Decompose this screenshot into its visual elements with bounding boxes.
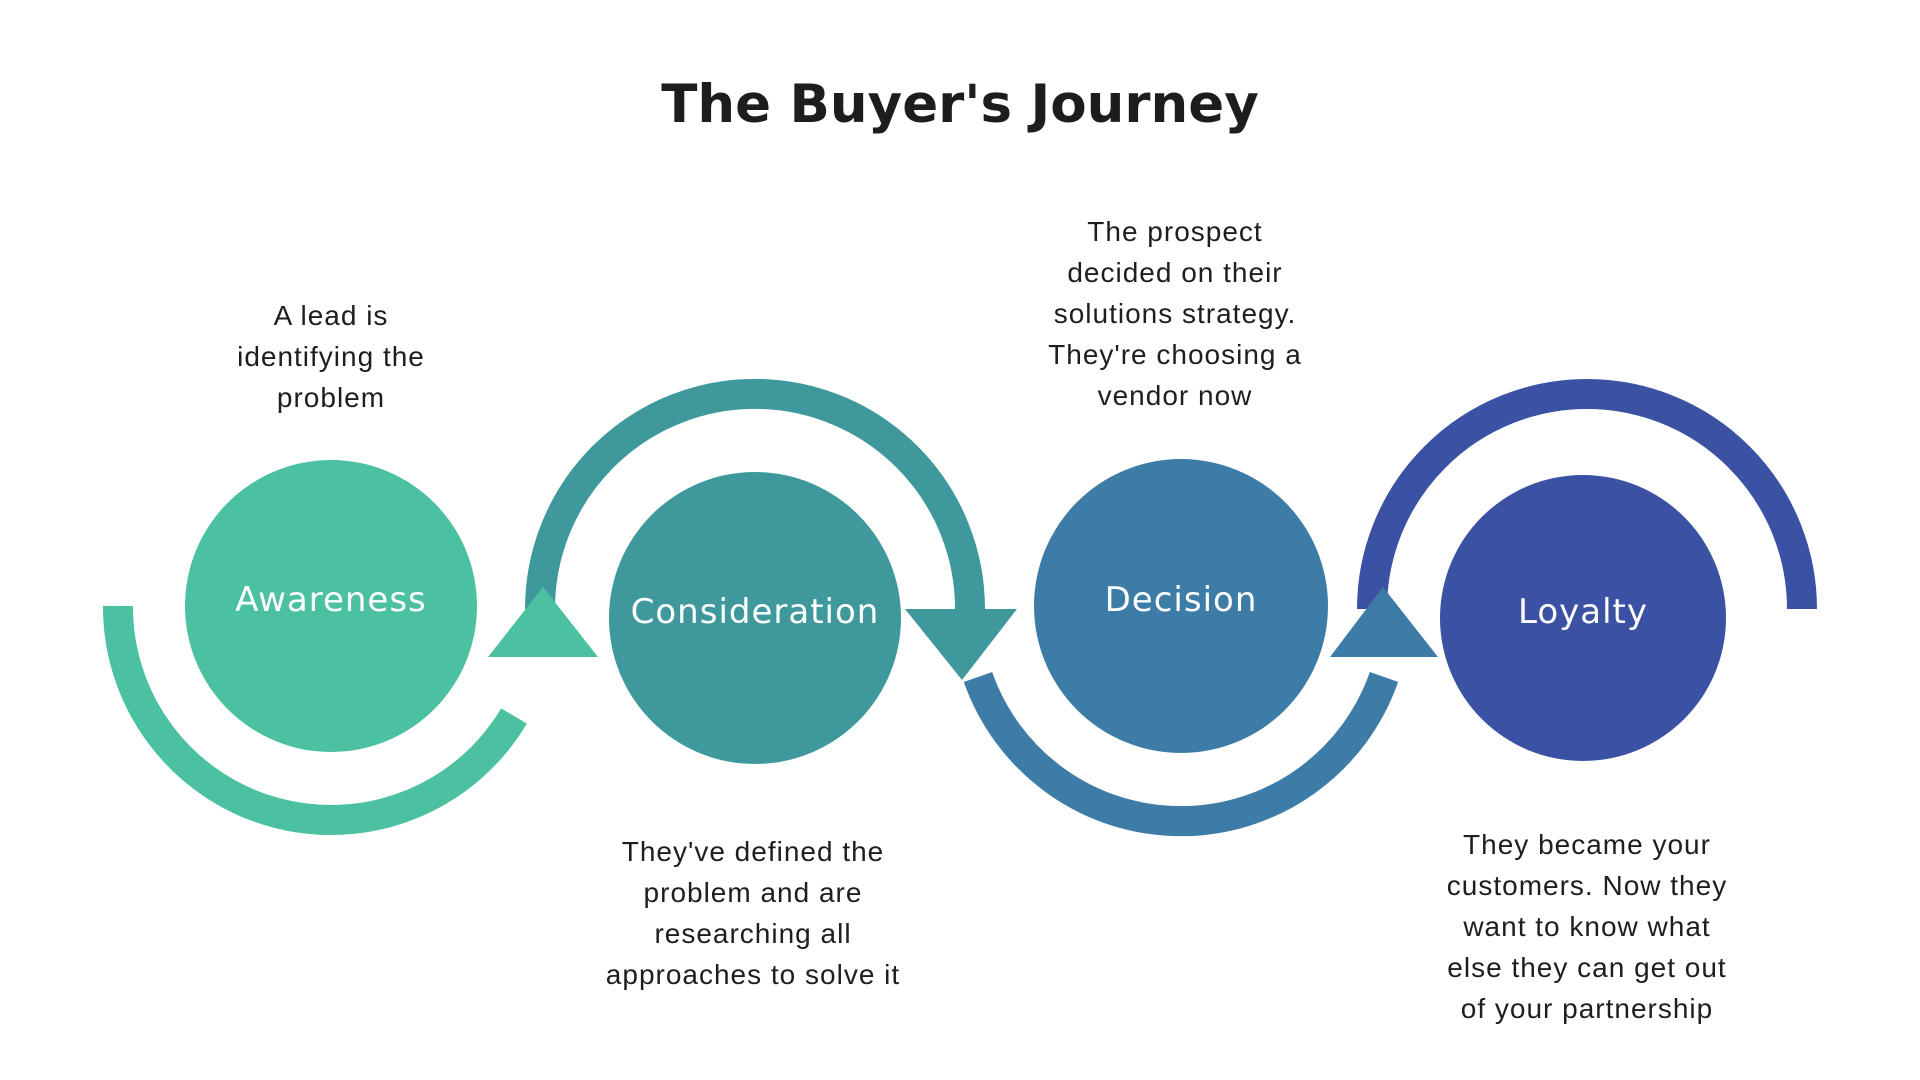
page-title: The Buyer's Journey [661, 74, 1259, 135]
arrowhead-awareness-to-consideration-icon [488, 587, 598, 657]
description-line: They've defined the [621, 836, 885, 867]
stage-circle-consideration: Consideration [609, 472, 901, 764]
description-line: else they can get out [1447, 952, 1727, 983]
stage-description-decision: The prospect decided on their solutions … [945, 211, 1405, 416]
stage-label-awareness: Awareness [235, 580, 427, 620]
loyalty-arc [1357, 379, 1817, 610]
stage-circle-decision: Decision [1034, 459, 1328, 753]
description-line: The prospect [1087, 216, 1263, 247]
description-line: solutions strategy. [1053, 298, 1297, 329]
description-line: problem and are [643, 877, 863, 908]
description-line: want to know what [1463, 911, 1711, 942]
stage-description-loyalty: They became your customers. Now they wan… [1357, 824, 1817, 1029]
stage-description-consideration: They've defined the problem and are rese… [523, 831, 983, 995]
description-line: problem [276, 382, 386, 413]
description-line: researching all [654, 918, 852, 949]
description-line: decided on their [1067, 257, 1283, 288]
arrowhead-decision-to-loyalty-icon [1330, 587, 1438, 657]
stage-label-loyalty: Loyalty [1517, 592, 1648, 632]
stage-circle-loyalty: Loyalty [1440, 475, 1726, 761]
description-line: A lead is [273, 300, 389, 331]
arrowhead-consideration-to-decision-icon [905, 609, 1017, 680]
description-line: They're choosing a [1048, 339, 1302, 370]
awareness-arc [102, 605, 527, 835]
description-line: customers. Now they [1446, 870, 1728, 901]
description-line: vendor now [1097, 380, 1253, 411]
description-line: identifying the [237, 341, 425, 372]
stage-label-consideration: Consideration [630, 592, 880, 632]
consideration-arc [525, 379, 985, 610]
stage-label-decision: Decision [1104, 580, 1258, 620]
description-line: approaches to solve it [605, 959, 901, 990]
description-line: of your partnership [1460, 993, 1714, 1024]
description-line: They became your [1463, 829, 1711, 860]
stage-circle-awareness: Awareness [185, 460, 477, 752]
stage-description-awareness: A lead is identifying the problem [101, 295, 561, 418]
decision-arc [963, 672, 1399, 837]
